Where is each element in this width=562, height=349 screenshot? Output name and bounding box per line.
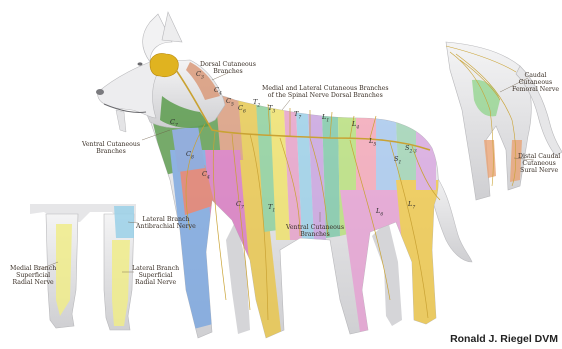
segment-c7: C7: [170, 118, 178, 128]
dog-ear: [162, 12, 182, 42]
segment-c3: C3: [196, 70, 204, 80]
segment-c8: C8: [186, 150, 194, 160]
segment-s1: S1: [394, 155, 401, 165]
far-hind-leg: [372, 220, 402, 326]
dog-nose: [96, 89, 104, 95]
segment-t1: T1: [268, 203, 275, 213]
segment-c5: C5: [226, 97, 234, 107]
author-credit: Ronald J. Riegel DVM: [450, 333, 558, 345]
segment-t7: T7: [294, 110, 301, 120]
segment-l7: L7: [408, 200, 415, 210]
segment-c4: C4: [214, 86, 222, 96]
segment-l1: L1: [322, 113, 329, 123]
inset-antebrachial-region: [114, 206, 134, 238]
brain: [150, 53, 178, 76]
segment-l6: L6: [376, 207, 383, 217]
dog-snout: [98, 62, 160, 118]
segment-l5: L5: [369, 137, 376, 147]
segment-t3: T3: [268, 104, 275, 114]
segment-s2-3: S2-3: [405, 144, 417, 154]
dog-eye: [138, 62, 143, 65]
main-dog: [96, 12, 472, 340]
dog-tongue: [116, 110, 126, 132]
segment-t2: T2: [253, 98, 260, 108]
segment-c7-limb: C7: [236, 200, 244, 210]
segment-l4: L4: [352, 120, 359, 130]
segment-c4-ventral: C4: [202, 170, 210, 180]
inset-hindquarter: [446, 42, 562, 200]
segment-c6: C6: [238, 104, 246, 114]
